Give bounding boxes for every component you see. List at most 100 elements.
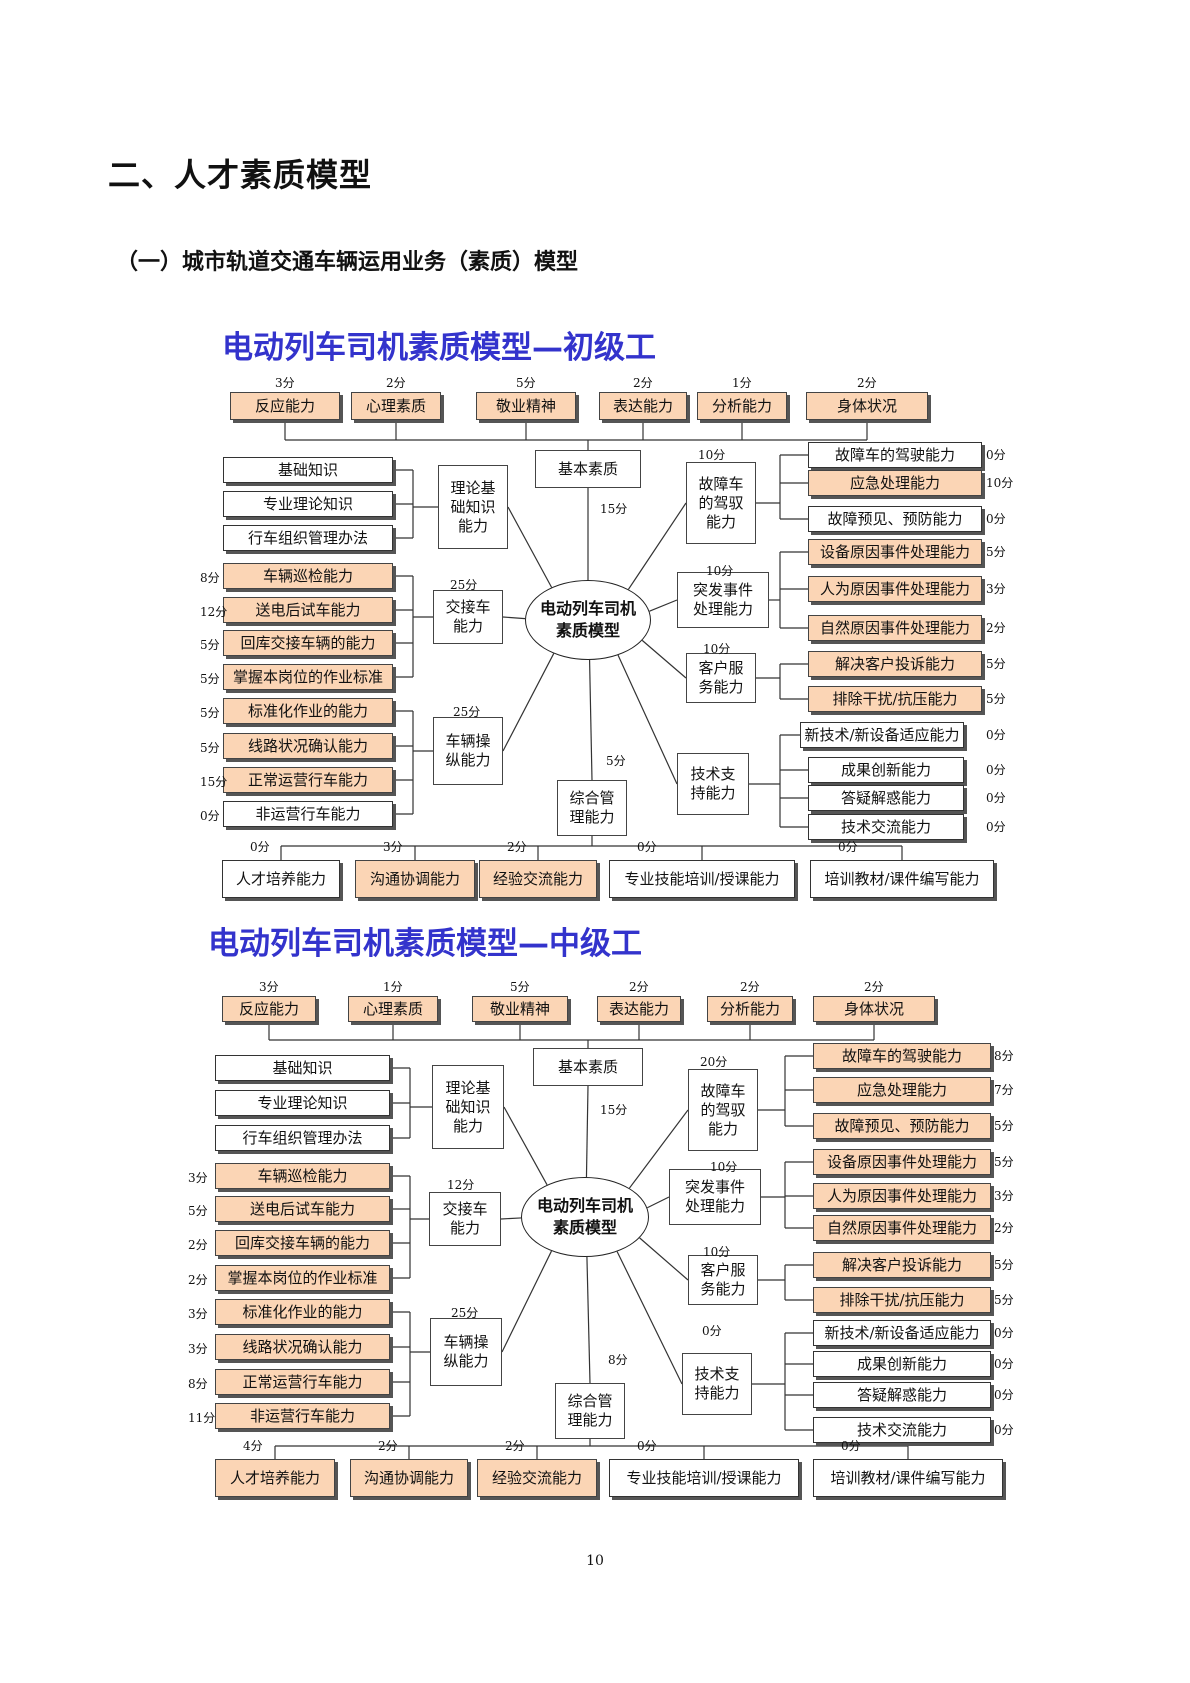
left-competency-box: 送电后试车能力 [223, 597, 393, 623]
right-competency-box: 设备原因事件处理能力 [813, 1149, 991, 1175]
score-label: 2分 [994, 1221, 1014, 1235]
spoke-line [588, 659, 593, 781]
score-label: 5分 [986, 692, 1006, 706]
score-label: 0分 [637, 840, 657, 854]
bottom-competency-box: 沟通协调能力 [350, 1459, 468, 1497]
category-box-tech: 技术支 持能力 [682, 1353, 752, 1415]
score-label: 4分 [243, 1439, 263, 1453]
section-title: 二、人才素质模型 [108, 156, 373, 194]
score-label: 2分 [857, 376, 877, 390]
right-competency-box: 排除干扰/抗压能力 [813, 1287, 991, 1313]
diagram-title: 电动列车司机素质模型—初级工 [222, 330, 656, 366]
page-number: 10 [586, 1553, 604, 1569]
score-label: 0分 [986, 448, 1006, 462]
score-label: 3分 [383, 840, 403, 854]
spoke-line [503, 1106, 548, 1186]
spoke-line [507, 506, 553, 588]
model-center-node: 电动列车司机 素质模型 [525, 580, 651, 660]
category-box-tech: 技术支 持能力 [677, 753, 749, 815]
left-competency-box: 标准化作业的能力 [215, 1299, 390, 1325]
spoke-line [641, 639, 687, 679]
spoke-line [585, 1085, 589, 1178]
spoke-line [616, 1251, 683, 1385]
score-label: 0分 [994, 1423, 1014, 1437]
model-center-node: 电动列车司机 素质模型 [521, 1177, 649, 1257]
score-label: 0分 [994, 1357, 1014, 1371]
category-box-service: 客户服 务能力 [686, 653, 756, 703]
spoke-line [502, 616, 526, 620]
right-competency-box: 故障预见、预防能力 [808, 506, 982, 532]
left-competency-box: 线路状况确认能力 [215, 1334, 390, 1360]
subsection-title: （一）城市轨道交通车辆运用业务（素质）模型 [116, 249, 579, 275]
score-label: 0分 [838, 840, 858, 854]
left-competency-box: 车辆巡检能力 [215, 1163, 390, 1189]
score-label: 2分 [188, 1238, 208, 1252]
top-competency-box: 心理素质 [351, 392, 441, 420]
category-box-emergency: 突发事件 处理能力 [669, 1169, 761, 1225]
score-label: 0分 [637, 1439, 657, 1453]
category-score-label: 10分 [698, 448, 726, 462]
spoke-line [501, 1250, 553, 1353]
category-box-faulty: 故障车 的驾驭 能力 [688, 1069, 758, 1151]
category-box-mgmt: 综合管 理能力 [555, 1383, 625, 1439]
score-label: 5分 [986, 545, 1006, 559]
category-box-handover: 交接车 能力 [433, 590, 503, 644]
spoke-line [646, 1196, 670, 1209]
category-box-handover: 交接车 能力 [429, 1192, 501, 1246]
bottom-competency-box: 经验交流能力 [477, 1459, 597, 1497]
category-box-emergency: 突发事件 处理能力 [677, 572, 769, 628]
left-competency-box: 标准化作业的能力 [223, 698, 393, 724]
top-competency-box: 分析能力 [697, 392, 787, 420]
spoke-line [617, 654, 678, 785]
category-box-mgmt: 综合管 理能力 [557, 780, 627, 836]
score-label: 8分 [188, 1377, 208, 1391]
score-label: 1分 [383, 980, 403, 994]
left-competency-box: 回库交接车辆的能力 [223, 630, 393, 656]
left-competency-box: 车辆巡检能力 [223, 563, 393, 589]
score-label: 2分 [986, 621, 1006, 635]
category-score-label: 15分 [600, 1103, 628, 1117]
spoke-line [639, 1237, 689, 1281]
category-box-service: 客户服 务能力 [688, 1255, 758, 1305]
right-competency-box: 成果创新能力 [808, 757, 964, 783]
left-competency-box: 基础知识 [223, 457, 393, 483]
right-competency-box: 人为原因事件处理能力 [813, 1183, 991, 1209]
score-label: 2分 [740, 980, 760, 994]
right-competency-box: 技术交流能力 [808, 814, 964, 840]
top-competency-box: 表达能力 [599, 392, 687, 420]
score-label: 5分 [994, 1119, 1014, 1133]
spoke-line [586, 1256, 591, 1384]
left-competency-box: 行车组织管理办法 [215, 1125, 390, 1151]
top-competency-box: 身体状况 [806, 392, 928, 420]
right-competency-box: 解决客户投诉能力 [813, 1252, 991, 1278]
right-competency-box: 应急处理能力 [808, 470, 982, 496]
bottom-competency-box: 培训教材/课件编写能力 [813, 1459, 1003, 1497]
score-label: 5分 [994, 1155, 1014, 1169]
score-label: 11分 [188, 1411, 216, 1425]
right-competency-box: 故障车的驾驶能力 [813, 1043, 991, 1069]
category-score-label: 12分 [447, 1178, 475, 1192]
score-label: 0分 [250, 840, 270, 854]
category-box-operate: 车辆操 纵能力 [430, 1318, 502, 1386]
bottom-competency-box: 专业技能培训/授课能力 [609, 860, 795, 898]
left-competency-box: 掌握本岗位的作业标准 [215, 1265, 390, 1291]
top-competency-box: 敬业精神 [476, 392, 576, 420]
category-score-label: 20分 [700, 1055, 728, 1069]
spoke-line [500, 1217, 522, 1220]
score-label: 0分 [986, 763, 1006, 777]
left-competency-box: 送电后试车能力 [215, 1196, 390, 1222]
right-competency-box: 自然原因事件处理能力 [808, 615, 982, 641]
score-label: 5分 [994, 1258, 1014, 1272]
right-competency-box: 故障预见、预防能力 [813, 1113, 991, 1139]
left-competency-box: 正常运营行车能力 [215, 1369, 390, 1395]
left-competency-box: 行车组织管理办法 [223, 525, 393, 551]
right-competency-box: 答疑解惑能力 [808, 785, 964, 811]
top-competency-box: 敬业精神 [472, 996, 568, 1022]
category-box-basic: 基本素质 [533, 1048, 643, 1086]
score-label: 5分 [188, 1204, 208, 1218]
right-competency-box: 人为原因事件处理能力 [808, 576, 982, 602]
category-box-theory: 理论基 础知识 能力 [432, 1065, 504, 1149]
score-label: 0分 [986, 791, 1006, 805]
top-competency-box: 心理素质 [348, 996, 438, 1022]
score-label: 0分 [986, 728, 1006, 742]
